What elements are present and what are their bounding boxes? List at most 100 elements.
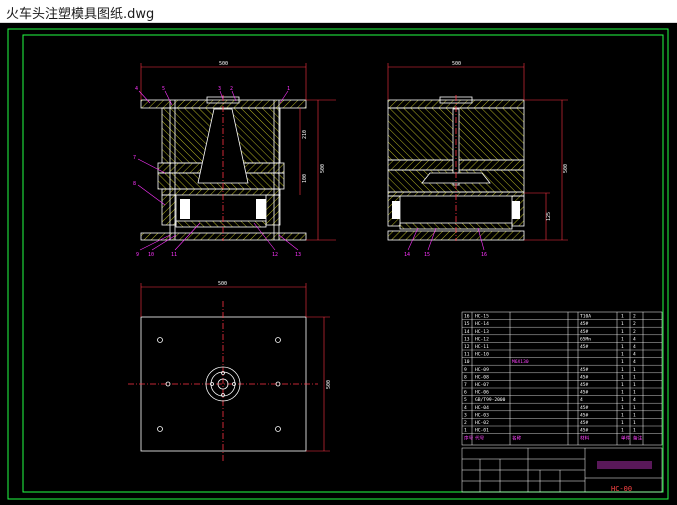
- bom-cell-code: HC-01: [475, 428, 489, 434]
- callout-4: 4: [135, 86, 138, 92]
- bom-cell-no: 11: [464, 352, 470, 358]
- bom-cell-code: HC-13: [475, 329, 489, 335]
- bom-cell-q2: 1: [633, 390, 636, 396]
- bom-cell-code: HC-08: [475, 374, 489, 380]
- callout-11: 11: [171, 252, 177, 258]
- bom-cell-q1: 1: [621, 382, 624, 388]
- dim-plan-width: 500: [218, 281, 227, 287]
- dim-side-height: 500: [563, 164, 569, 173]
- bom-cell-q1: 1: [621, 352, 624, 358]
- front-view: [140, 95, 307, 241]
- callout-2: 2: [230, 86, 233, 92]
- bom-header-q1: 单件: [621, 435, 631, 442]
- bom-header-no: 序号: [464, 435, 474, 442]
- bom-cell-code: HC-03: [475, 412, 489, 418]
- bom-cell-code: HC-11: [475, 344, 489, 350]
- bom-cell-no: 10: [464, 359, 470, 365]
- bom-cell-q2: 1: [633, 382, 636, 388]
- bom-cell-no: 13: [464, 336, 470, 342]
- bom-cell-mat: 45#: [580, 344, 589, 350]
- bom-cell-q1: 1: [621, 344, 624, 350]
- dim-front-height: 500: [320, 164, 326, 173]
- bom-cell-q2: 2: [633, 329, 636, 335]
- bom-cell-q1: 1: [621, 374, 624, 380]
- bom-cell-q1: 1: [621, 336, 624, 342]
- bom-cell-mat: 45#: [580, 367, 589, 373]
- bom-cell-no: 5: [464, 397, 467, 403]
- bom-cell-mat: 45#: [580, 321, 589, 327]
- inner-frame: [22, 34, 664, 493]
- bom-cell-code: HC-07: [475, 382, 489, 388]
- bom-header-mat: 材料: [580, 435, 590, 442]
- bom-cell-q1: 1: [621, 367, 624, 373]
- bom-cell-q1: 1: [621, 359, 624, 365]
- callout-8: 8: [133, 181, 136, 187]
- window-title: 火车头注塑模具图纸.dwg: [6, 7, 155, 22]
- bom-cell-q1: 1: [621, 329, 624, 335]
- callout-1: 1: [287, 86, 290, 92]
- bom-cell-mat: T10A: [580, 314, 591, 320]
- bom-cell-q2: 1: [633, 405, 636, 411]
- plan-dimensions: [140, 283, 330, 452]
- bom-cell-mat: 45#: [580, 374, 589, 380]
- bom-cell-q1: 1: [621, 412, 624, 418]
- bom-cell-q2: 1: [633, 412, 636, 418]
- bom-cell-no: 9: [464, 367, 467, 373]
- bom-cell-q1: 1: [621, 420, 624, 426]
- cad-drawing: 500 500 210 100 4 5 3 2 1 7 8 9 10 11 12…: [7, 28, 669, 500]
- bom-cell-no: 8: [464, 374, 467, 380]
- bom-cell-no: 3: [464, 412, 467, 418]
- bom-cell-mat: 45#: [580, 428, 589, 434]
- front-dimensions: [140, 63, 336, 241]
- bom-cell-q2: 4: [633, 397, 636, 403]
- bom-cell-code: HC-15: [475, 314, 489, 320]
- bom-cell-q2: 2: [633, 321, 636, 327]
- outer-frame: [7, 28, 669, 500]
- bom-cell-code: HC-14: [475, 321, 489, 327]
- bom-row-lines: [462, 319, 662, 434]
- dim-side-lower: 125: [546, 212, 552, 221]
- bom-cell-no: 15: [464, 321, 470, 327]
- bom-cell-q2: 1: [633, 420, 636, 426]
- drawing-number: HC-00: [611, 485, 632, 493]
- bom-table: [461, 311, 663, 446]
- callout-14: 14: [404, 252, 410, 258]
- bom-cell-code: HC-09: [475, 367, 489, 373]
- callout-5: 5: [162, 86, 165, 92]
- bom-cell-mat: 45#: [580, 412, 589, 418]
- callout-16: 16: [481, 252, 487, 258]
- bom-cell-q1: 1: [621, 390, 624, 396]
- bom-cell-code: HC-04: [475, 405, 489, 411]
- bom-cell-q1: 1: [621, 397, 624, 403]
- title-name-cell: [597, 461, 652, 469]
- bom-cell-q2: 4: [633, 359, 636, 365]
- bom-cell-q2: 2: [633, 314, 636, 320]
- side-view: [387, 95, 525, 241]
- bom-cell-no: 2: [464, 420, 467, 426]
- bom-cell-q2: 1: [633, 367, 636, 373]
- side-dimensions: [387, 63, 568, 241]
- bom-cell-q2: 4: [633, 344, 636, 350]
- bom-cell-code: HC-02: [475, 420, 489, 426]
- callout-9: 9: [136, 252, 139, 258]
- bom-cell-q2: 1: [633, 428, 636, 434]
- dim-side-width: 500: [452, 61, 461, 67]
- bom-cell-mat: 45#: [580, 390, 589, 396]
- bom-cell-q1: 1: [621, 428, 624, 434]
- bom-cell-q1: 1: [621, 321, 624, 327]
- front-callouts: [137, 90, 299, 251]
- drawing-canvas[interactable]: 500 500 210 100 4 5 3 2 1 7 8 9 10 11 12…: [0, 23, 677, 505]
- bom-cell-no: 1: [464, 428, 467, 434]
- bom-cell-name: M6X130: [512, 359, 529, 365]
- callout-10: 10: [148, 252, 154, 258]
- dim-front-width: 500: [219, 61, 228, 67]
- bom-cell-no: 12: [464, 344, 470, 350]
- bom-cell-code: GB/T99-2000: [475, 397, 506, 403]
- side-callouts: [407, 227, 485, 251]
- bom-cell-q1: 1: [621, 405, 624, 411]
- callout-3: 3: [218, 86, 221, 92]
- bom-cell-mat: 65Mn: [580, 336, 591, 342]
- bom-cell-no: 7: [464, 382, 467, 388]
- dim-front-upper: 210: [302, 130, 308, 139]
